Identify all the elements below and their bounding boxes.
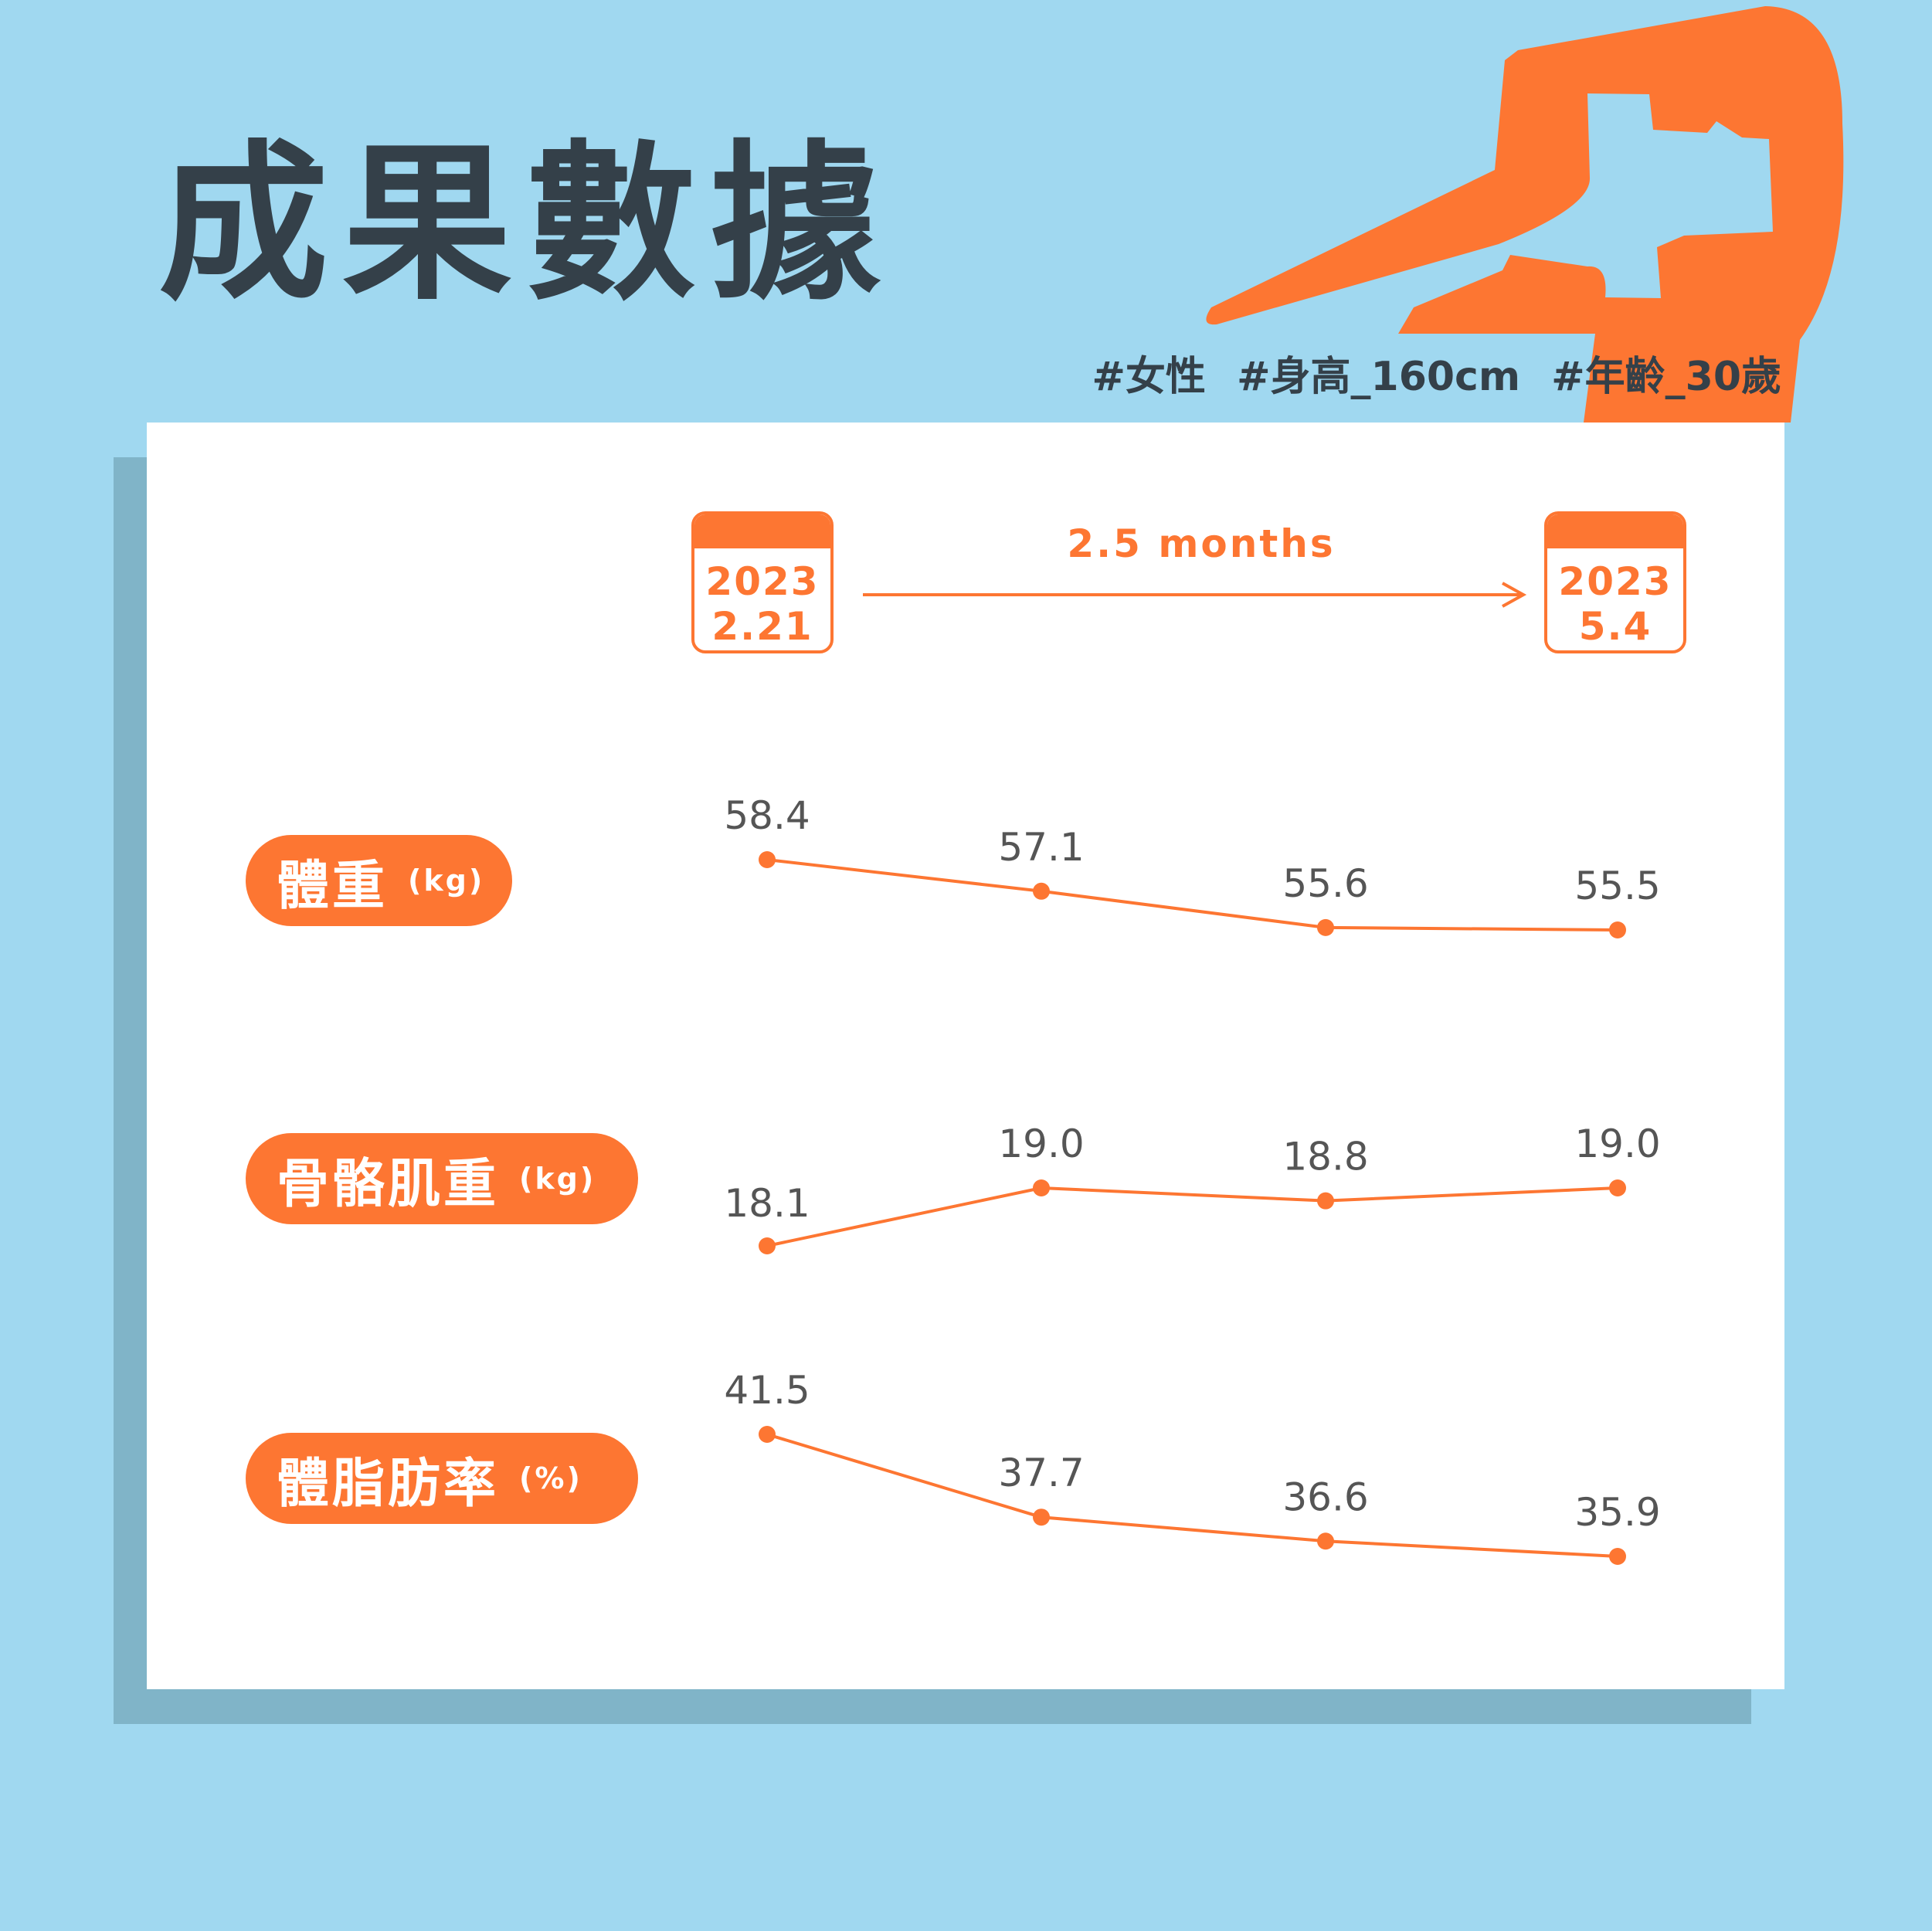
start-date-calendar-icon: 2023 2.21 [691,511,834,653]
data-label: 36.6 [1282,1475,1368,1519]
calendar-header [694,514,830,548]
series-line [766,1433,1618,1558]
end-date-calendar-icon: 2023 5.4 [1544,511,1686,653]
data-label: 55.6 [1282,861,1368,906]
data-point [759,1426,776,1443]
data-label: 41.5 [724,1368,810,1413]
data-point [1317,918,1334,936]
data-point [1033,882,1050,900]
data-point [1033,1508,1050,1526]
metric-name: 體重 [277,855,389,917]
data-point [1609,1179,1626,1196]
data-label: 35.9 [1574,1490,1660,1535]
data-label: 18.8 [1282,1135,1368,1179]
tag-gender: #女性 [1092,354,1206,400]
data-point [759,851,776,868]
data-label: 19.0 [998,1122,1084,1166]
tag-age: #年齡_30歲 [1551,354,1781,400]
data-point [1609,921,1626,938]
data-point [1033,1179,1050,1196]
series-line [766,858,1618,932]
metric-unit: (kg) [408,864,485,898]
metric-pill-body-fat: 體脂肪率 (%) [246,1433,638,1524]
data-point [1317,1532,1334,1550]
data-label: 58.4 [724,793,810,838]
chart-muscle: 18.1 19.0 18.8 19.0 [724,1122,1661,1254]
metric-pill-weight: 體重 (kg) [246,835,512,926]
metric-name: 體脂肪率 [277,1453,500,1515]
data-label: 57.1 [998,825,1084,870]
metric-name: 骨骼肌重 [277,1153,500,1215]
data-point [1317,1192,1334,1210]
data-point [759,1237,776,1254]
metric-unit: (kg) [519,1162,596,1196]
end-date: 5.4 [1578,604,1652,649]
series-line [766,1186,1618,1247]
data-point [1609,1548,1626,1565]
data-label: 18.1 [724,1181,810,1226]
data-label: 37.7 [998,1451,1084,1495]
metric-pill-muscle: 骨骼肌重 (kg) [246,1133,638,1224]
end-year: 2023 [1558,559,1672,604]
tag-height: #身高_160cm [1236,354,1521,400]
chart-weight: 58.4 57.1 55.6 55.5 [724,793,1661,938]
data-label: 19.0 [1574,1122,1660,1166]
chart-body-fat: 41.5 37.7 36.6 35.9 [724,1368,1661,1565]
metric-unit: (%) [519,1461,582,1495]
timeline-arrow [863,582,1527,608]
tag-list: #女性 #身高_160cm #年齡_30歲 [1092,344,1781,402]
calendar-header [1547,514,1683,548]
duration-label: 2.5 months [1067,521,1336,566]
start-date: 2.21 [711,604,813,649]
data-label: 55.5 [1574,864,1660,908]
page-title: 成果數據 [158,125,895,323]
start-year: 2023 [705,559,820,604]
